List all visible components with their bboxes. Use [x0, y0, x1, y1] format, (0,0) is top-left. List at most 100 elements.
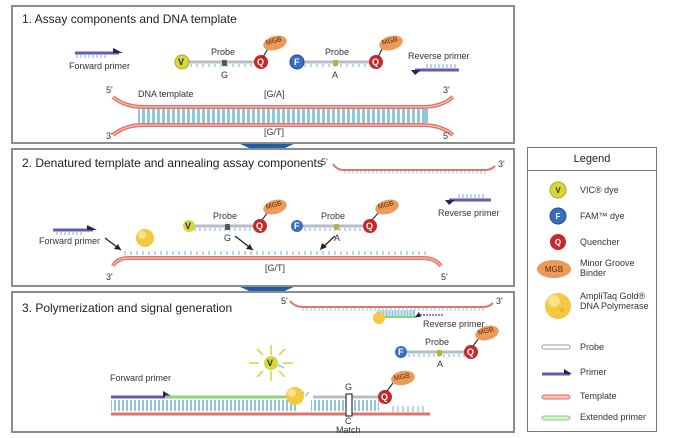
- vic-letter: V: [267, 358, 274, 368]
- fam-dye-icon: [289, 54, 305, 70]
- probe-label: Probe: [211, 47, 236, 57]
- extension-duplex: [111, 387, 430, 417]
- legend-label: Template: [580, 391, 617, 401]
- vic-probe: [174, 35, 287, 70]
- probe-label: Probe: [321, 211, 346, 221]
- vic-dye-icon: [264, 356, 278, 370]
- panel-title: 2. Denatured template and annealing assa…: [22, 156, 323, 170]
- legend-title: Legend: [528, 148, 656, 171]
- panel-assay-components: 1. Assay components and DNA template: [11, 5, 515, 144]
- legend-item-fam: F FAM™ dye: [528, 206, 656, 234]
- upper-template-strand: [332, 163, 496, 174]
- variant-bottom-label: [G/T]: [264, 127, 284, 137]
- lower-template-strand: [111, 251, 443, 268]
- strand-end-label: 5': [443, 131, 450, 141]
- quencher-icon: Q: [550, 234, 566, 250]
- quencher-icon: [369, 55, 383, 69]
- svg-text:F: F: [556, 212, 561, 221]
- vic-letter: V: [185, 221, 192, 231]
- legend-item-quencher: Q Quencher: [528, 232, 656, 260]
- quencher-letter: Q: [257, 57, 265, 67]
- mgb-icon: [391, 370, 415, 386]
- forward-primer-label: Forward primer: [110, 373, 172, 383]
- reverse-primer-label: Reverse primer: [408, 51, 470, 61]
- strand-end-label: 5': [321, 157, 328, 167]
- allele-label: A: [332, 70, 339, 80]
- panel-3-graphics: [111, 300, 499, 417]
- allele-label: A: [437, 359, 444, 369]
- mgb-icon: MGB: [537, 260, 571, 278]
- vic-dye-icon: [183, 220, 195, 232]
- vic-dye-icon: V: [549, 181, 567, 199]
- legend-label: Minor Groove Binder: [580, 258, 635, 278]
- variant-label: [G/T]: [265, 263, 285, 273]
- match-bottom-label: C: [345, 416, 352, 426]
- polymerase-icon: [545, 293, 571, 319]
- variant-top-label: [G/A]: [264, 89, 285, 99]
- match-top-label: G: [345, 382, 353, 392]
- probe-label: Probe: [213, 211, 238, 221]
- legend-label: Probe: [580, 342, 605, 352]
- mgb-icon: [263, 35, 287, 51]
- legend-item-vic: V VIC® dye: [528, 180, 656, 208]
- quencher-letter: Q: [366, 221, 374, 231]
- upper-template-strand: [289, 300, 494, 324]
- primer-line-icon: [542, 369, 572, 376]
- legend-item-mgb: MGB Minor Groove Binder: [528, 256, 656, 284]
- reverse-primer: [445, 194, 491, 205]
- panel-1-graphics: [75, 35, 459, 137]
- reverse-primer: [411, 64, 459, 75]
- strand-end-label: 3': [496, 296, 503, 306]
- mgb-icon: [475, 325, 499, 341]
- allele-label: G: [224, 233, 232, 243]
- legend-label: VIC® dye: [580, 185, 619, 195]
- legend-item-extended-primer: Extended primer: [528, 408, 656, 428]
- fam-probe: [289, 35, 403, 70]
- panel-denatured-annealing: 2. Denatured template and annealing assa…: [11, 148, 515, 287]
- legend-item-probe: Probe: [528, 338, 656, 358]
- fam-dye-icon: F: [549, 207, 567, 225]
- quencher-icon: [254, 55, 268, 69]
- svg-text:MGB: MGB: [545, 265, 563, 274]
- match-label: Match: [336, 425, 361, 435]
- fam-dye-icon: [291, 220, 303, 232]
- probe-line-icon: [541, 344, 571, 350]
- quencher-icon: [464, 345, 478, 359]
- reverse-primer-label: Reverse primer: [438, 208, 500, 218]
- dna-template: [111, 95, 455, 137]
- vic-letter: V: [178, 57, 185, 67]
- fam-probe: [395, 325, 499, 359]
- legend-label: Primer: [580, 367, 607, 377]
- extended-primer-line-icon: [541, 415, 571, 421]
- quencher-icon: [363, 219, 377, 233]
- svg-text:V: V: [555, 186, 561, 195]
- strand-end-label: 5': [281, 296, 288, 306]
- fam-dye-icon: [395, 346, 407, 358]
- panel-polymerization: 3. Polymerization and signal generation: [11, 291, 515, 435]
- quencher-icon: [378, 390, 392, 404]
- legend-label: AmpliTaq Gold® DNA Polymerase: [580, 291, 649, 311]
- template-line-icon: [541, 394, 571, 400]
- released-vic-dye: [249, 345, 293, 381]
- mgb-icon: [263, 199, 287, 215]
- legend-item-primer: Primer: [528, 363, 656, 383]
- allele-label: A: [334, 233, 341, 243]
- strand-end-label: 3': [443, 85, 450, 95]
- quencher-letter: Q: [381, 392, 389, 402]
- strand-end-label: 3': [106, 131, 113, 141]
- legend-label: Quencher: [580, 237, 620, 247]
- probe-label: Probe: [325, 47, 350, 57]
- forward-primer-label: Forward primer: [69, 61, 131, 71]
- mgb-icon: [375, 199, 399, 215]
- strand-end-label: 5': [106, 85, 113, 95]
- vic-dye-icon: [174, 54, 190, 70]
- legend: Legend V VIC® dye F FAM™ dye Q Quencher …: [527, 147, 657, 432]
- strand-end-label: 3': [106, 272, 113, 282]
- strand-end-label: 3': [498, 159, 505, 169]
- strand-end-label: 5': [441, 272, 448, 282]
- polymerase-icon: [286, 387, 304, 405]
- fam-letter: F: [294, 221, 300, 231]
- legend-label: Extended primer: [580, 412, 647, 422]
- forward-primer: [75, 48, 123, 58]
- dna-template-label: DNA template: [138, 89, 194, 99]
